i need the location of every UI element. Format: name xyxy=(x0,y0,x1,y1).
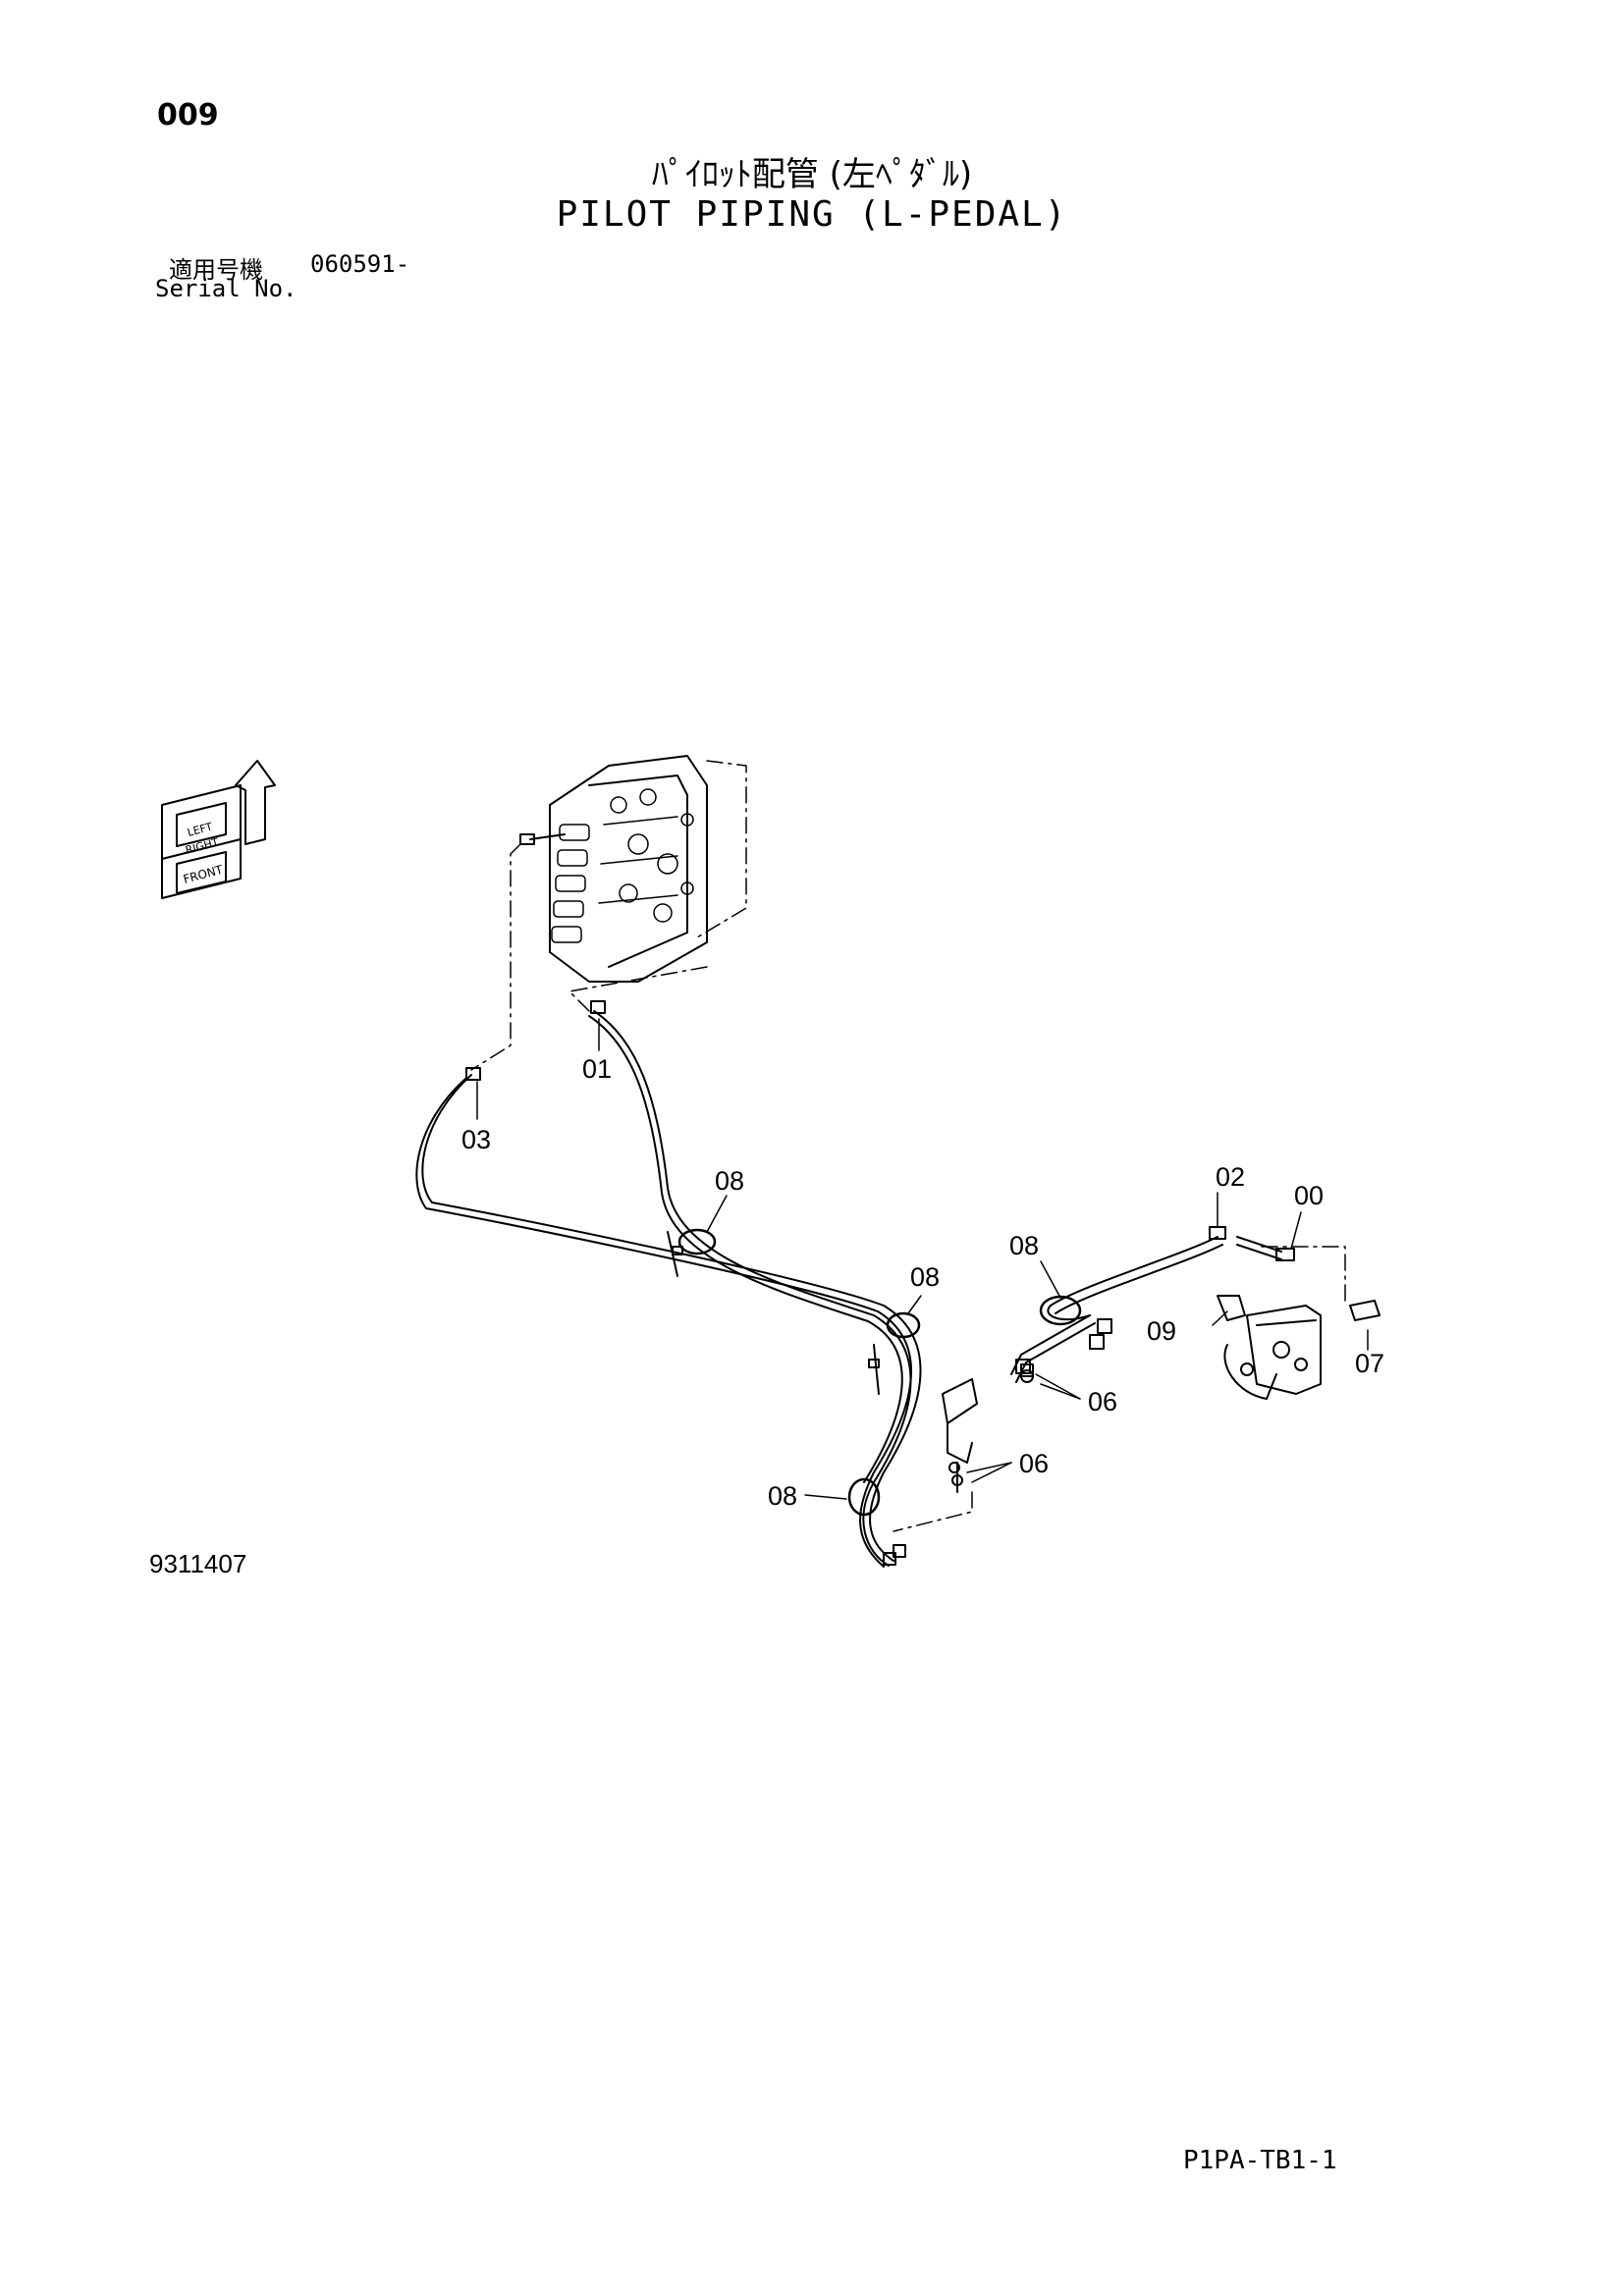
leader-lines xyxy=(470,760,1346,1532)
title-japanese: ﾊﾟｲﾛｯﾄ配管 (左ﾍﾟﾀﾞﾙ) xyxy=(651,155,973,194)
hose-assemblies xyxy=(415,1010,1282,1568)
page-number: 009 xyxy=(157,98,219,133)
control-valve-body xyxy=(519,755,708,983)
serial-number-value: 060591- xyxy=(310,250,410,278)
callout-03: 03 xyxy=(461,1125,491,1154)
hose-fittings xyxy=(465,1000,1380,1566)
orientation-label-left: LEFT xyxy=(186,821,214,839)
callout-07: 07 xyxy=(1355,1349,1384,1378)
callout-08-c: 08 xyxy=(1009,1231,1039,1260)
callout-labels: 01 03 08 08 08 02 00 09 07 06 06 08 xyxy=(461,1054,1384,1511)
callout-01: 01 xyxy=(582,1054,612,1084)
sheet-code: P1PA-TB1-1 xyxy=(1183,2146,1337,2175)
title-english: PILOT PIPING (L-PEDAL) xyxy=(556,194,1068,235)
callout-00: 00 xyxy=(1294,1181,1324,1210)
drawing-number: 9311407 xyxy=(149,1549,247,1578)
callout-09: 09 xyxy=(1147,1316,1176,1346)
callout-02: 02 xyxy=(1216,1162,1245,1192)
callout-08-a: 08 xyxy=(715,1166,744,1196)
hose-clamps xyxy=(677,1228,1082,1517)
serial-label-english: Serial No. xyxy=(155,275,298,302)
callout-06-a: 06 xyxy=(1088,1387,1117,1416)
callout-08-b: 08 xyxy=(910,1262,940,1292)
serial-label-japanese: 適用号機 xyxy=(169,256,263,284)
pedal-valve-block xyxy=(1223,1305,1322,1400)
callout-leaders xyxy=(476,1018,1369,1500)
orientation-indicator-icon: LEFT RIGHT FRONT xyxy=(161,760,276,899)
callout-08-d: 08 xyxy=(768,1481,797,1511)
callout-06-b: 06 xyxy=(1019,1449,1049,1478)
